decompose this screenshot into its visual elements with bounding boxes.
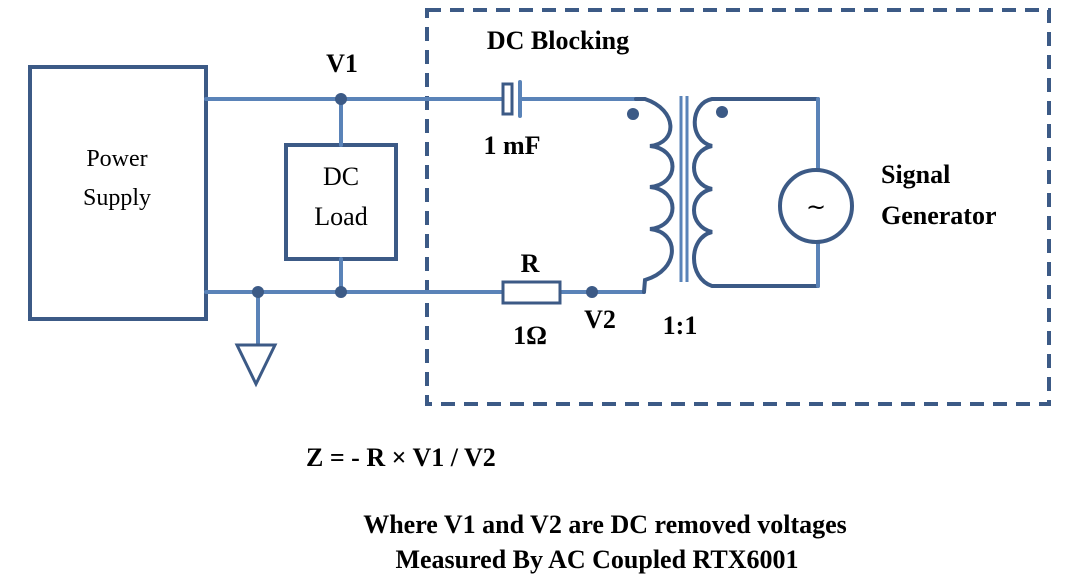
signal-generator-label-line2: Generator — [881, 201, 997, 230]
power-supply-box — [28, 65, 208, 321]
note-line-2: Measured By AC Coupled RTX6001 — [395, 545, 798, 574]
node-v2-dot — [586, 286, 598, 298]
note-line-1: Where V1 and V2 are DC removed voltages — [363, 510, 847, 539]
signal-generator-source — [778, 168, 854, 244]
signal-generator-label-line1: Signal — [881, 160, 950, 189]
resistor-value-label: 1Ω — [513, 321, 547, 350]
dc-load-label-line1: DC — [323, 162, 359, 191]
node-load-bottom-dot — [335, 286, 347, 298]
primary-polarity-dot — [627, 108, 639, 120]
signal-generator-symbol: ~ — [806, 193, 826, 221]
resistor-label: R — [521, 249, 540, 278]
node-v1-label: V1 — [326, 49, 358, 78]
node-ground-dot — [252, 286, 264, 298]
resistor — [501, 280, 562, 305]
ground-symbol — [234, 343, 278, 388]
capacitor-plate-left — [501, 82, 514, 116]
capacitor-value-label: 1 mF — [483, 131, 540, 160]
node-v2-label: V2 — [584, 305, 616, 334]
transformer-ratio-label: 1:1 — [663, 311, 698, 340]
dc-blocking-label: DC Blocking — [487, 26, 629, 55]
transformer-secondary-coil — [692, 97, 820, 288]
node-v1-dot — [335, 93, 347, 105]
dc-load-label-line2: Load — [314, 202, 367, 231]
power-supply-label-line2: Supply — [83, 185, 151, 211]
power-supply-label-line1: Power — [86, 146, 147, 172]
transformer-primary-coil — [634, 97, 675, 294]
secondary-polarity-dot — [716, 106, 728, 118]
impedance-formula: Z = - R × V1 / V2 — [306, 443, 496, 472]
dc-blocking-enclosure — [425, 8, 1051, 406]
